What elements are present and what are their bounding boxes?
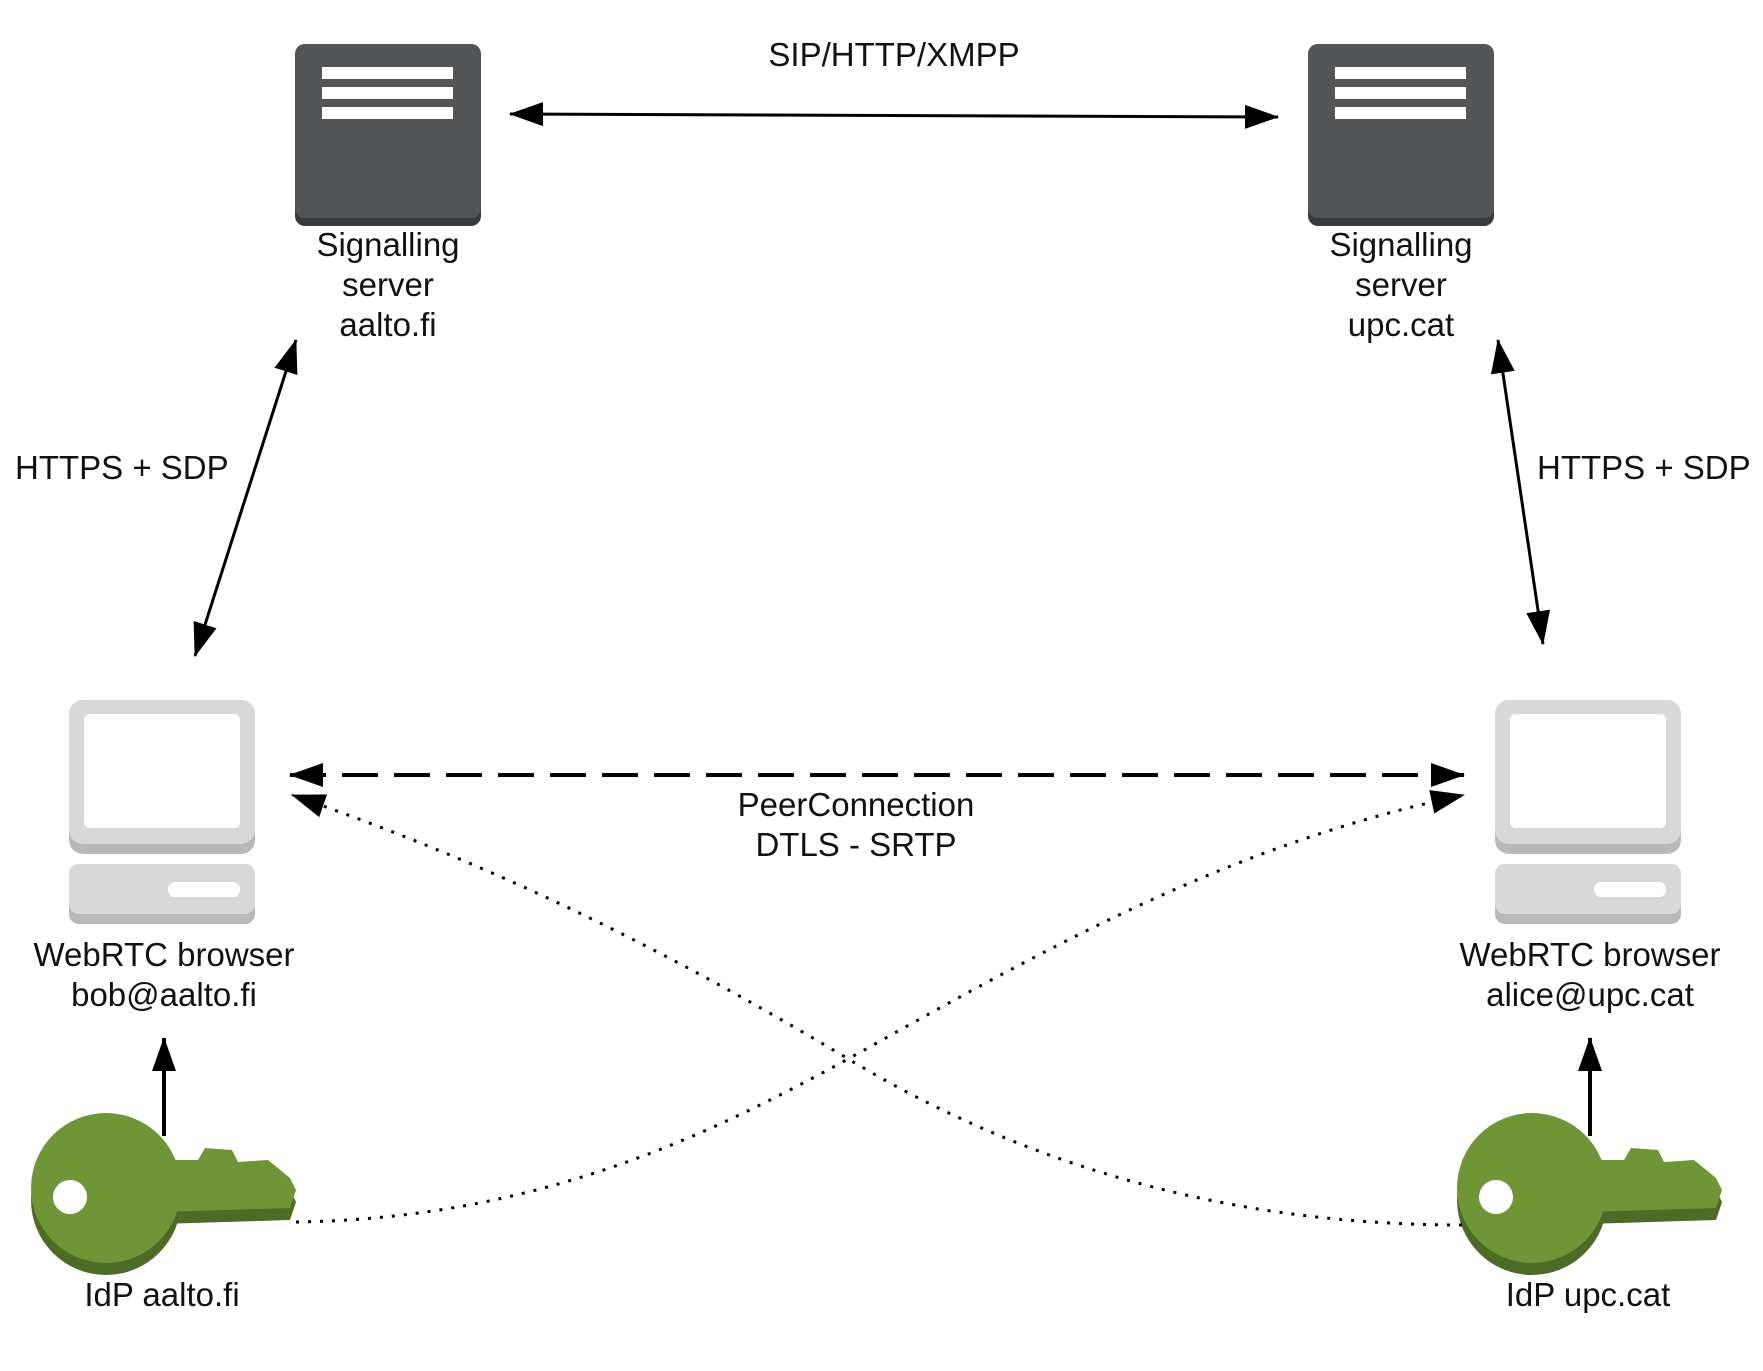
peer-connection-line1: PeerConnection <box>737 786 975 823</box>
server-left-line1: Signalling <box>316 226 460 263</box>
server-icon <box>295 44 481 226</box>
server-right-line2: server <box>1355 266 1447 303</box>
browser-left-line1: WebRTC browser <box>33 936 295 973</box>
idp-left-to-alice-dotted <box>295 790 1465 1224</box>
right-https-arrow <box>1490 339 1551 645</box>
key-icon <box>31 1113 296 1275</box>
computer-icon <box>1495 700 1681 924</box>
computer-icon <box>69 700 255 924</box>
server-to-server-label: SIP/HTTP/XMPP <box>768 36 1020 73</box>
server-icon <box>1308 44 1494 226</box>
left-https-label: HTTPS + SDP <box>15 449 229 486</box>
server-right-label: Signalling server upc.cat <box>1301 225 1501 345</box>
left-https-arrow <box>193 339 298 657</box>
browser-right-label: WebRTC browser alice@upc.cat <box>1440 935 1740 1015</box>
key-icon <box>1457 1113 1722 1275</box>
server-left-line3: aalto.fi <box>339 306 437 343</box>
idp-right-to-bob-dotted <box>291 793 1463 1227</box>
server-left-label: Signalling server aalto.fi <box>288 225 488 345</box>
browser-right-line1: WebRTC browser <box>1459 936 1721 973</box>
browser-left-line2: bob@aalto.fi <box>71 976 257 1013</box>
peer-connection-label: PeerConnection DTLS - SRTP <box>706 785 1006 865</box>
peer-connection-line2: DTLS - SRTP <box>755 826 957 863</box>
browser-left-label: WebRTC browser bob@aalto.fi <box>14 935 314 1015</box>
server-to-server-arrow <box>509 102 1279 129</box>
right-https-label: HTTPS + SDP <box>1537 449 1751 486</box>
idp-left-label: IdP aalto.fi <box>84 1276 240 1313</box>
server-right-line1: Signalling <box>1329 226 1473 263</box>
idp-right-label: IdP upc.cat <box>1505 1276 1671 1313</box>
browser-right-line2: alice@upc.cat <box>1486 976 1694 1013</box>
server-left-line2: server <box>342 266 434 303</box>
server-right-line3: upc.cat <box>1347 306 1455 343</box>
